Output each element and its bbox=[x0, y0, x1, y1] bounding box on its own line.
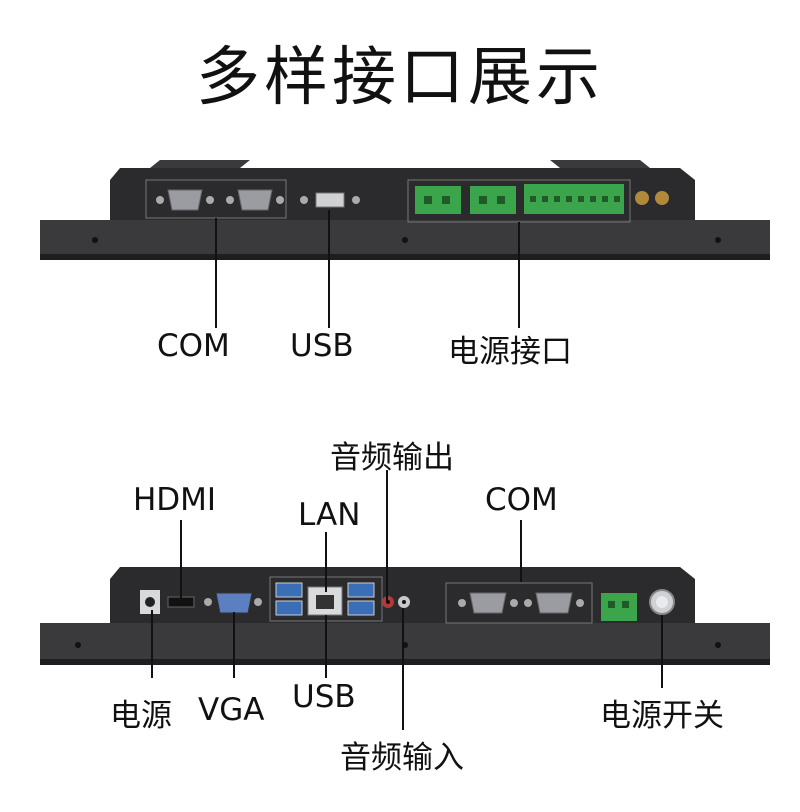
dc-power-jack bbox=[140, 590, 160, 614]
pointer-line-usb bbox=[328, 210, 330, 328]
com-port-4 bbox=[524, 592, 584, 614]
pointer-line-power-switch bbox=[661, 615, 663, 688]
pointer-line-lan bbox=[325, 532, 327, 592]
audio-out-jack bbox=[382, 596, 394, 608]
label-power-switch: 电源开关 bbox=[600, 698, 724, 734]
antenna-connectors bbox=[635, 191, 669, 205]
com-port-2 bbox=[226, 189, 284, 211]
pointer-line-audio-out bbox=[386, 470, 388, 602]
label-power-port: 电源接口 bbox=[448, 334, 572, 370]
pointer-line-com-bottom bbox=[520, 520, 522, 582]
pointer-line-usb-bottom bbox=[325, 615, 327, 678]
label-lan: LAN bbox=[298, 497, 361, 533]
top-panel-image bbox=[40, 160, 770, 260]
com-port-1 bbox=[156, 189, 214, 211]
audio-in-jack bbox=[398, 596, 410, 608]
pointer-line-power-port bbox=[518, 222, 520, 328]
usb-ports-right bbox=[347, 582, 375, 616]
power-terminal-2 bbox=[470, 186, 516, 214]
power-terminal-1 bbox=[415, 186, 461, 214]
pointer-line-audio-in bbox=[402, 608, 404, 730]
label-hdmi: HDMI bbox=[133, 482, 217, 518]
bottom-panel-image bbox=[40, 567, 770, 665]
pointer-line-power bbox=[151, 610, 153, 678]
label-power: 电源 bbox=[110, 698, 172, 734]
page-title: 多样接口展示 bbox=[196, 41, 604, 115]
label-audio-in: 音频输入 bbox=[340, 740, 464, 776]
power-terminal-3 bbox=[524, 184, 624, 214]
power-terminal-bottom bbox=[601, 593, 637, 621]
pointer-line-hdmi bbox=[180, 520, 182, 600]
power-switch bbox=[649, 589, 675, 615]
label-com-bottom: COM bbox=[485, 482, 558, 518]
label-usb-top: USB bbox=[290, 328, 354, 364]
usb-ports-left bbox=[275, 582, 303, 616]
usb-port bbox=[300, 192, 360, 208]
vga-port bbox=[204, 592, 262, 614]
label-vga: VGA bbox=[198, 692, 265, 728]
label-com-top: COM bbox=[157, 328, 230, 364]
com-port-3 bbox=[458, 592, 518, 614]
label-usb-bottom: USB bbox=[292, 679, 356, 715]
label-audio-out: 音频输出 bbox=[330, 440, 454, 476]
pointer-line-vga bbox=[233, 612, 235, 678]
pointer-line-com bbox=[215, 218, 217, 328]
